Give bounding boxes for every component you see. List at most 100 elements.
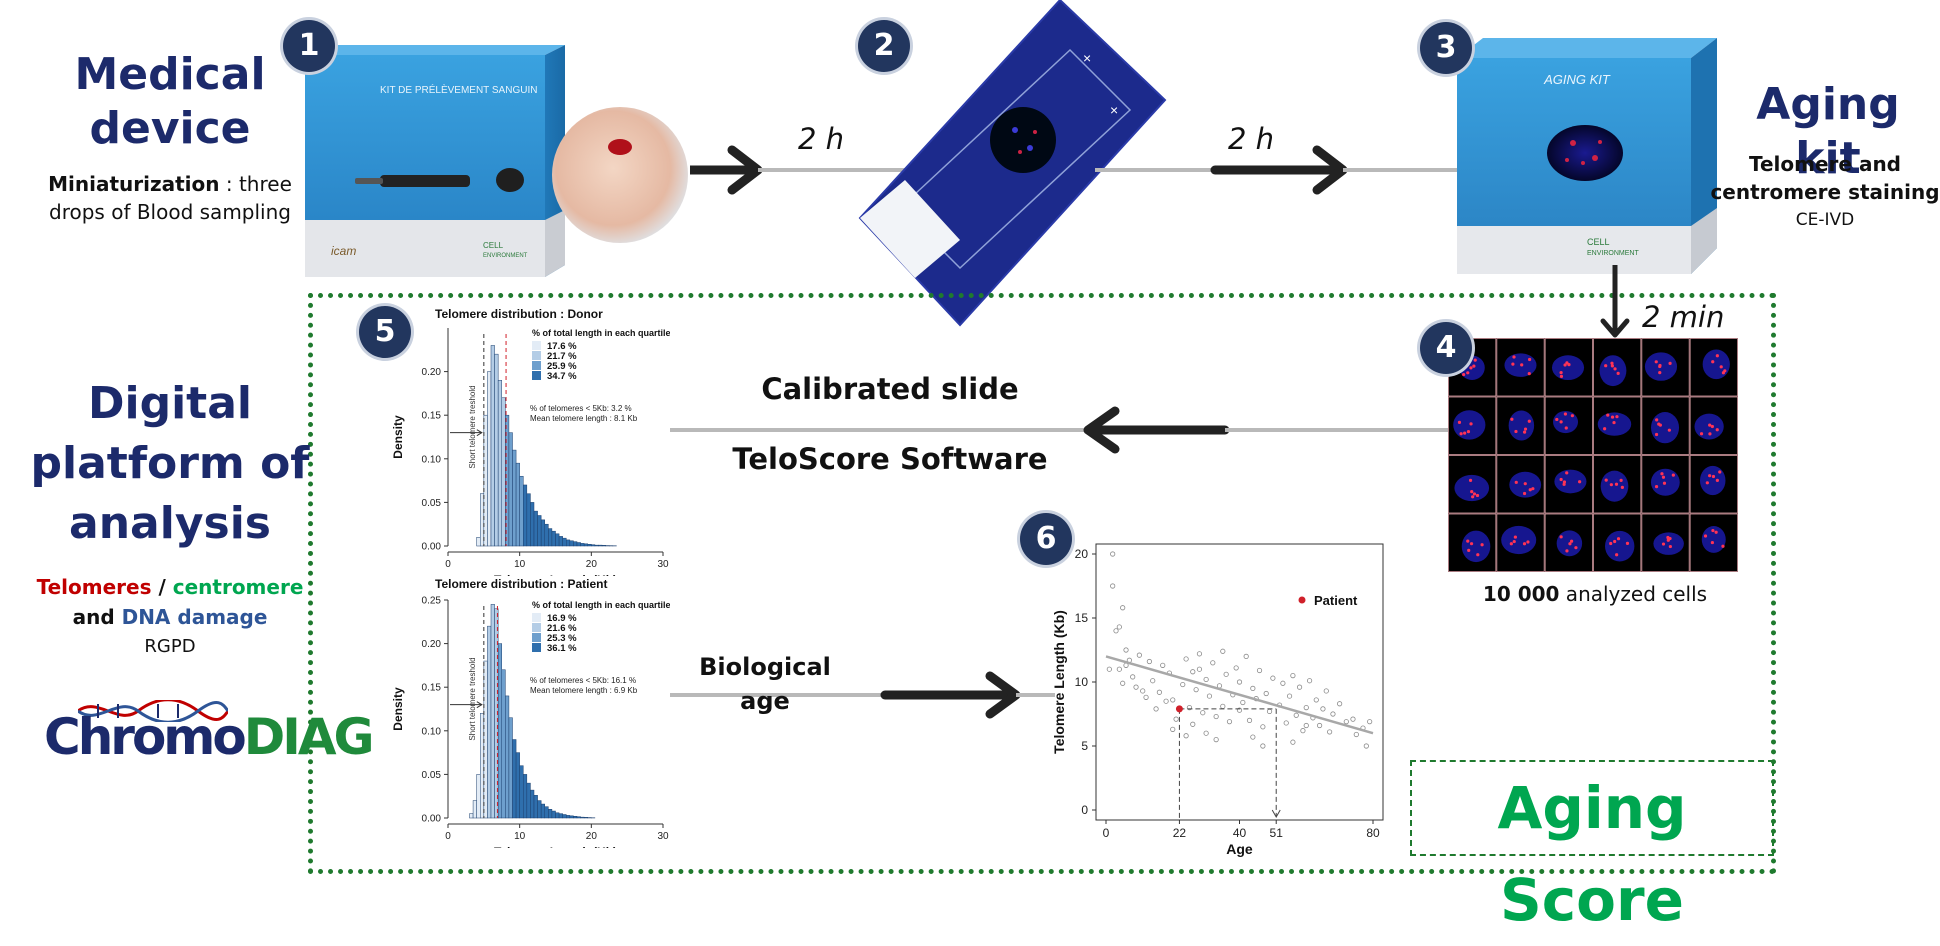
chromodiag-logo: ChromoDIAG <box>40 700 320 770</box>
telomere-spot <box>1560 478 1563 481</box>
histogram-bar <box>570 541 574 546</box>
y-axis-label: Density <box>391 415 405 459</box>
svg-text:×: × <box>1110 102 1118 118</box>
telomere-spot <box>1617 372 1620 375</box>
histogram-bar <box>548 809 552 818</box>
histogram-bar <box>591 545 595 546</box>
telomere-spot <box>1462 373 1465 376</box>
miniaturization-rest: : three <box>220 172 292 196</box>
legend-swatch <box>532 623 541 632</box>
legend-patient-label: Patient <box>1314 593 1358 608</box>
x-tick-label: 10 <box>514 831 526 842</box>
telomere-spot <box>1720 365 1723 368</box>
histogram-bar <box>498 380 502 546</box>
cell-nucleus <box>1605 531 1634 562</box>
digital-platform-line2: platform of <box>20 434 320 494</box>
telomere-spot <box>1658 371 1661 374</box>
histogram-bar <box>534 795 538 818</box>
telomere-spot <box>1531 487 1534 490</box>
telomere-spot <box>1604 364 1607 367</box>
telomere-spot <box>1513 540 1516 543</box>
telomere-spot <box>1523 542 1526 545</box>
telomere-spot <box>1574 546 1577 549</box>
histogram-bar <box>545 807 549 818</box>
telomere-spot <box>1716 479 1719 482</box>
y-axis-label: Density <box>391 687 405 731</box>
biological-age-line1: Biological <box>690 650 840 684</box>
centromere-label: centromere <box>173 575 304 599</box>
histogram-bar <box>559 536 563 546</box>
telomere-spot <box>1655 433 1658 436</box>
y-tick-label: 0.25 <box>422 596 442 607</box>
histogram-bar <box>588 544 592 546</box>
x-tick-label: 30 <box>657 559 669 570</box>
telomere-spot <box>1613 367 1616 370</box>
histogram-bar <box>502 670 506 818</box>
histogram-bar <box>470 814 474 818</box>
histogram-bar <box>477 537 481 546</box>
telomere-spot <box>1469 366 1472 369</box>
y-tick-label: 0.15 <box>422 683 442 694</box>
telomere-spot <box>1476 553 1479 556</box>
miniaturization-label: Miniaturization <box>48 172 219 196</box>
biological-age-label: Biological age <box>690 650 840 718</box>
legend-title: % of total length in each quartile <box>532 328 670 338</box>
telomere-spot <box>1668 429 1671 432</box>
telomere-spot <box>1603 427 1606 430</box>
telomere-spot <box>1706 481 1709 484</box>
telomere-spot <box>1466 540 1469 543</box>
x-tick-label: 0 <box>445 831 451 842</box>
histogram-bar <box>548 529 552 546</box>
histogram-bar <box>595 545 599 546</box>
telomere-spot <box>1711 541 1714 544</box>
y-axis-label: Telomere Length (Kb) <box>1051 610 1067 754</box>
telomere-spot <box>1480 543 1483 546</box>
telomere-spot <box>1514 535 1517 538</box>
legend-title: % of total length in each quartile <box>532 600 670 610</box>
step-badge-6: 6 <box>1020 513 1072 565</box>
y-tick-label: 0.00 <box>422 814 442 825</box>
step-badge-3: 3 <box>1420 22 1472 74</box>
digital-platform-line1: Digital <box>20 374 320 434</box>
medical-device-title: Medical device <box>30 48 310 156</box>
telomere-spot <box>1471 495 1474 498</box>
slash-label: / <box>152 575 173 599</box>
telomere-spot <box>1610 483 1613 486</box>
telomere-spot <box>1612 421 1615 424</box>
histogram-bar <box>513 740 517 818</box>
legend-patient-marker <box>1299 597 1306 604</box>
telomere-spot <box>1528 358 1531 361</box>
aging-kit-brand-environment: ENVIRONMENT <box>1587 250 1639 257</box>
y-tick-label: 0.20 <box>422 639 442 650</box>
cell-nucleus <box>1601 471 1629 502</box>
telomere-spot <box>1716 354 1719 357</box>
histogram-bar <box>530 790 534 818</box>
histogram-bar <box>527 494 531 546</box>
histogram-bar <box>487 372 491 546</box>
telomere-spot <box>1524 427 1527 430</box>
legend-entry: 34.7 % <box>547 371 577 382</box>
patient-point <box>1176 705 1183 712</box>
aging-score-box: Aging Score <box>1410 760 1774 856</box>
telomere-spot <box>1470 490 1473 493</box>
legend-swatch <box>532 361 541 370</box>
histogram-bar <box>487 626 491 818</box>
histogram-bar <box>599 545 603 546</box>
telomere-spot <box>1655 360 1658 363</box>
histogram-bar <box>581 543 585 546</box>
y-tick-label: 0 <box>1081 803 1088 817</box>
telomere-spot <box>1619 479 1622 482</box>
telomere-spot <box>1610 362 1613 365</box>
kit-box-title: KIT DE PRÉLÈVEMENT SANGUIN <box>380 83 537 96</box>
step-badge-4: 4 <box>1420 322 1472 374</box>
telomere-spot <box>1564 412 1567 415</box>
digital-platform-line3: analysis <box>20 494 320 554</box>
cell-nucleus <box>1653 532 1683 555</box>
legend-swatch <box>532 351 541 360</box>
telomere-spot <box>1605 479 1608 482</box>
telomere-spot <box>1609 542 1612 545</box>
legend-swatch <box>532 341 541 350</box>
duration-step2-3: 2 h <box>1228 122 1274 156</box>
telomere-spot <box>1708 432 1711 435</box>
